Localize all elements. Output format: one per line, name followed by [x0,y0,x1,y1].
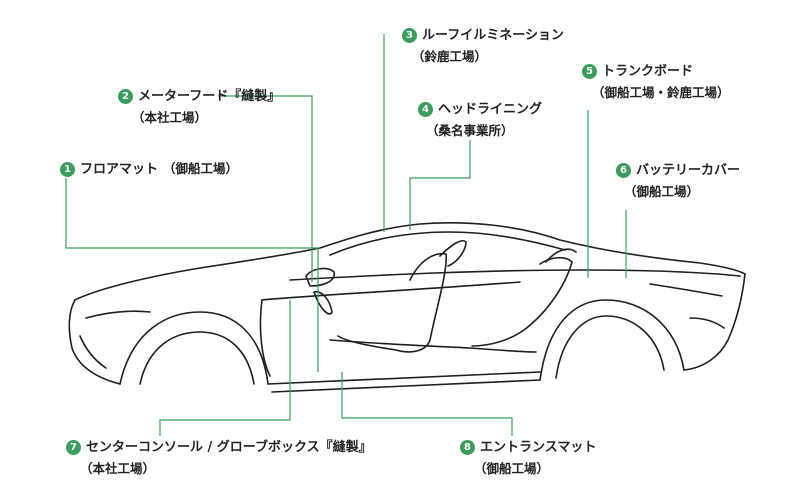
car-taillight [649,283,723,297]
badge-1: 1 [60,162,75,177]
leader-line-7 [159,300,291,436]
callout-2: 2 メーターフード『縫製』 （本社工場） [118,89,280,125]
car-beltline [289,269,741,281]
leader-line-1 [65,178,319,372]
car-rear-wheel-arch [539,299,685,381]
leader-line-4 [409,140,471,230]
callout-label-6: バッテリーカバー [636,163,741,178]
badge-7: 7 [66,440,81,455]
callout-location-4: （桑名事業所） [426,123,514,138]
car-driver-headrest [439,240,467,267]
callout-location-6: （御船工場） [624,184,700,199]
badge-3: 3 [402,28,417,43]
callout-label-5: トランクボード [602,64,694,79]
badge-4: 4 [418,102,433,117]
badge-2: 2 [118,89,133,104]
callout-label-1: フロアマット [80,162,159,177]
callout-location-1: （御船工場） [163,161,239,177]
car-front-wheel-inner [139,331,255,385]
badge-6: 6 [616,163,631,178]
badge-8: 8 [460,440,475,455]
car-center-console [329,339,537,353]
callout-label-7: センターコンソール / グローブボックス『縫製』 [86,440,372,455]
car-roof-inner [329,231,566,256]
car-door-bottom [259,299,271,377]
car-passenger-headrest [545,248,577,263]
callout-location-3: （鈴鹿工場） [412,49,488,64]
car-passenger-seat [471,256,573,347]
leader-line-2 [218,95,313,282]
callout-6: 6 バッテリーカバー （御船工場） [616,163,740,199]
callout-location-7: （本社工場） [80,461,156,476]
car-outline [68,222,746,393]
car-headlight [85,310,151,319]
car-front-fascia [68,299,121,385]
callout-location-5: （御船工場・鈴鹿工場） [592,85,730,100]
badge-5: 5 [582,64,597,79]
car-rear-diffuser [689,317,725,329]
callout-label-8: エントランスマット [480,440,597,455]
callout-location-2: （本社工場） [132,110,208,125]
car-door-line [261,281,521,301]
car-steering-wheel [313,290,333,315]
callout-3: 3 ルーフイルミネーション （鈴鹿工場） [402,28,564,64]
car-rocker-lower [271,379,541,393]
car-rocker-upper [267,371,541,385]
callout-4: 4 ヘッドライニング （桑名事業所） [418,102,542,138]
leader-line-8 [341,372,513,436]
callout-label-3: ルーフイルミネーション [422,28,564,43]
callout-1: 1 フロアマット （御船工場） [60,162,238,177]
callout-label-2: メーターフード『縫製』 [138,89,281,104]
callout-8: 8 エントランスマット （御船工場） [460,440,596,476]
car-rear-wheel-inner [555,315,665,379]
leader-lines [65,34,627,436]
callout-location-8: （御船工場） [474,461,550,476]
callout-5: 5 トランクボード （御船工場・鈴鹿工場） [582,64,730,100]
callout-7: 7 センターコンソール / グローブボックス『縫製』 （本社工場） [66,440,372,476]
car-rear-fascia [683,273,746,371]
car-front-grille [79,335,107,369]
car-front-wheel-arch [119,311,269,385]
car-body-upper [74,222,746,301]
callout-label-4: ヘッドライニング [438,102,543,117]
car-driver-seat [337,252,447,353]
